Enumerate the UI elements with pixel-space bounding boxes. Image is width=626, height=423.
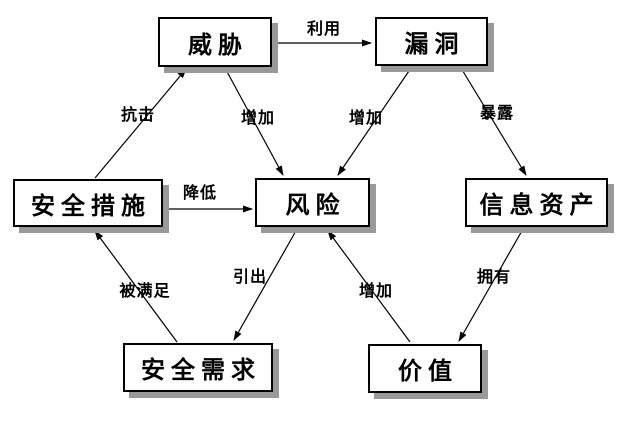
edge-information-assets-to-value <box>458 228 524 342</box>
edge-label-satisfied: 被满足 <box>119 281 171 300</box>
node-vulnerability-label: 漏洞 <box>404 30 465 58</box>
node-value-label: 价值 <box>398 357 458 385</box>
node-security-requirements-label: 安全需求 <box>141 356 261 384</box>
node-threat-label: 威胁 <box>188 30 248 59</box>
node-security-requirements: 安全需求 <box>123 343 273 392</box>
edge-label-increase-value: 增加 <box>358 281 394 300</box>
node-vulnerability: 漏洞 <box>375 17 488 66</box>
edge-threat-to-risk <box>224 67 284 176</box>
edge-label-reduce: 降低 <box>182 183 218 202</box>
edge-label-own: 拥有 <box>476 267 512 286</box>
node-value: 价值 <box>368 344 482 393</box>
node-security-measures: 安全措施 <box>13 179 163 227</box>
node-information-assets-label: 信息资产 <box>479 191 600 219</box>
edge-label-increase-vulnerability: 增加 <box>348 108 384 127</box>
edge-value-to-risk <box>327 230 411 343</box>
edge-label-increase-threat: 增加 <box>240 108 276 127</box>
edge-security-measures-to-threat <box>94 68 187 179</box>
edge-risk-to-security-requirements <box>233 228 298 341</box>
edge-label-exploit: 利用 <box>306 19 342 38</box>
node-risk-label: 风险 <box>285 191 346 219</box>
edge-label-derive: 引出 <box>232 267 268 286</box>
edge-security-requirements-to-security-measures <box>94 230 178 343</box>
node-information-assets: 信息资产 <box>465 178 608 227</box>
edge-vulnerability-to-risk <box>337 67 412 176</box>
edge-vulnerability-to-information-assets <box>460 67 527 176</box>
node-risk: 风险 <box>255 178 370 227</box>
edge-label-expose: 暴露 <box>479 103 515 122</box>
edge-label-resist: 抗击 <box>120 105 156 124</box>
node-security-measures-label: 安全措施 <box>31 191 151 220</box>
node-threat: 威胁 <box>158 17 272 67</box>
